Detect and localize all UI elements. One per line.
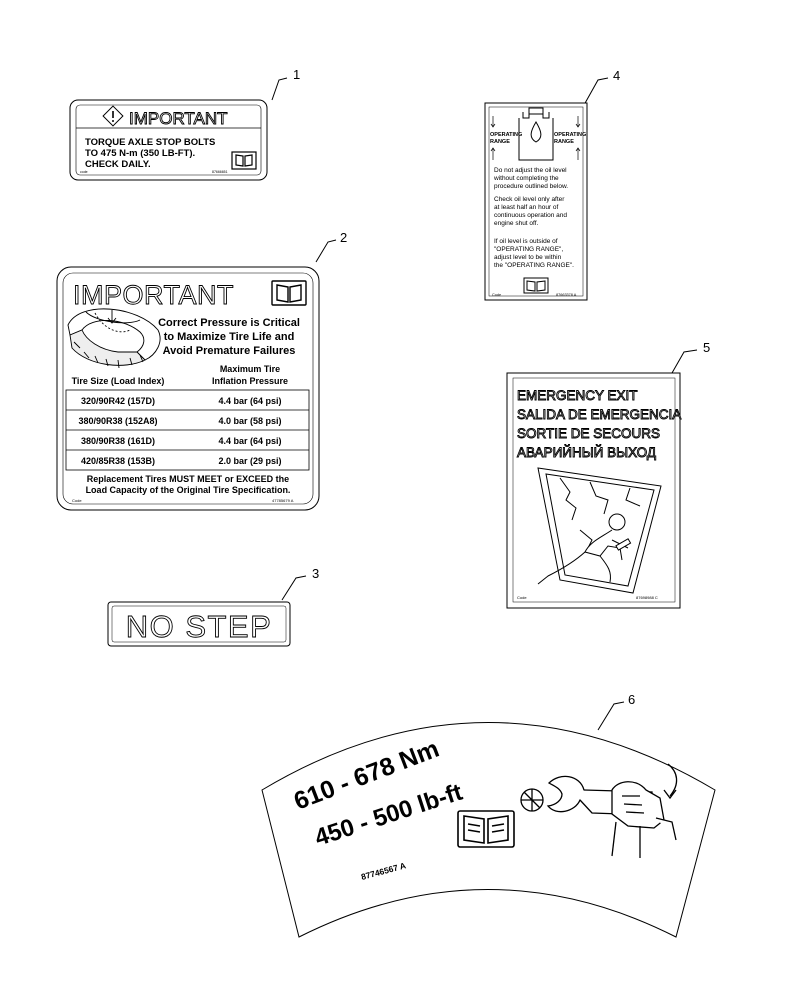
decal-5-code-label: Code — [517, 595, 527, 600]
decal-5-emergency-exit: EMERGENCY EXIT SALIDA DE EMERGENCIA SORT… — [506, 372, 682, 609]
callout-6: 6 — [628, 692, 635, 707]
table-row-4-size: 420/85R38 (153B) — [81, 456, 155, 466]
decal-5-line-1: EMERGENCY EXIT — [517, 388, 638, 403]
decal-4-para2-4: engine shut off. — [494, 220, 539, 227]
callout-1: 1 — [293, 67, 300, 82]
callout-3: 3 — [312, 566, 319, 581]
manual-book-icon — [457, 810, 515, 848]
decal-1-line-3: CHECK DAILY. — [85, 159, 151, 170]
decal-4-para3-1: If oil level is outside of — [494, 238, 558, 245]
decal-2-footer-2: Load Capacity of the Original Tire Speci… — [86, 485, 291, 495]
decal-4-para1-3: procedure outlined below. — [494, 183, 568, 190]
decal-1-line-2: TO 475 N-m (350 LB-FT). — [85, 148, 195, 159]
exclamation-diamond-icon — [102, 105, 124, 127]
table-row-4-pressure: 2.0 bar (29 psi) — [218, 456, 281, 466]
decal-4-para3-3: adjust level to be within — [494, 254, 562, 261]
table-row-2-size: 380/90R38 (152A8) — [78, 416, 157, 426]
decal-2-header: IMPORTANT — [73, 280, 234, 310]
decal-4-para2-2: at least half an hour of — [494, 204, 559, 211]
decal-2-col2-header-1: Maximum Tire — [220, 364, 280, 374]
decal-4-para2-1: Check oil level only after — [494, 196, 565, 203]
wrench-hand-icon — [546, 763, 678, 858]
range-right-2: RANGE — [554, 139, 574, 145]
decal-2-tire-pressure: IMPORTANT Correct Pressure is Critical t… — [56, 266, 320, 511]
decal-2-message-2: to Maximize Tire Life and — [164, 331, 295, 343]
decal-5-line-4: АВАРИЙНЫЙ ВЫХОД — [517, 445, 656, 460]
manual-book-icon — [271, 280, 307, 306]
decal-2-message-3: Avoid Premature Failures — [163, 345, 296, 357]
oil-reservoir-icon — [518, 107, 554, 161]
callout-2: 2 — [340, 230, 347, 245]
table-row-1-pressure: 4.4 bar (64 psi) — [218, 396, 281, 406]
decal-1-part-number: 87666651 — [212, 170, 228, 174]
tire-wheel-icon — [67, 308, 161, 369]
decal-4-para3-4: the "OPERATING RANGE". — [494, 262, 574, 269]
decal-3-no-step: NO STEP — [107, 601, 291, 647]
decal-4-oil-level: OPERATING RANGE OPERATING RANGE Do not a… — [484, 102, 588, 301]
range-right-1: OPERATING — [554, 132, 586, 138]
decal-3-text: NO STEP — [126, 609, 273, 644]
bolt-head-icon — [520, 788, 544, 812]
table-row-1-size: 320/90R42 (157D) — [81, 396, 155, 406]
decal-2-col1-header: Tire Size (Load Index) — [72, 376, 165, 386]
decal-6-torque-arc: 610 - 678 Nm 450 - 500 lb-ft — [261, 722, 716, 938]
decal-5-part-number: 87698988 C — [636, 595, 658, 600]
decal-4-para2-3: continuous operation and — [494, 212, 567, 219]
callout-5: 5 — [703, 340, 710, 355]
manual-book-icon — [523, 277, 549, 294]
decal-1-header: IMPORTANT — [129, 109, 228, 128]
range-left-1: OPERATING — [490, 132, 522, 138]
emergency-exit-pictogram-icon — [537, 467, 662, 594]
operating-range-markers — [490, 116, 581, 160]
decal-2-col2-header-2: Inflation Pressure — [212, 376, 288, 386]
decal-1-code-label: code — [80, 170, 88, 174]
callout-4: 4 — [613, 68, 620, 83]
decal-2-footer-1: Replacement Tires MUST MEET or EXCEED th… — [87, 474, 289, 484]
decal-2-part-number: 47785679 A — [272, 498, 294, 503]
decal-1-line-1: TORQUE AXLE STOP BOLTS — [85, 137, 215, 148]
decal-2-code-label: Code — [72, 498, 82, 503]
decal-1-axle-stop-torque: IMPORTANT TORQUE AXLE STOP BOLTS TO 475 … — [69, 99, 268, 181]
decal-2-message-1: Correct Pressure is Critical — [158, 317, 300, 329]
decal-4-code-label: Code — [492, 293, 501, 297]
decal-5-line-3: SORTIE DE SECOURS — [517, 426, 660, 441]
range-left-2: RANGE — [490, 139, 510, 145]
manual-book-icon — [231, 151, 257, 170]
table-row-3-pressure: 4.4 bar (64 psi) — [218, 436, 281, 446]
decal-4-para1-1: Do not adjust the oil level — [494, 167, 567, 174]
decal-4-part-number: 87663378 A — [556, 293, 577, 297]
table-row-3-size: 380/90R38 (161D) — [81, 436, 155, 446]
callout-leaders — [271, 77, 698, 731]
table-row-2-pressure: 4.0 bar (58 psi) — [218, 416, 281, 426]
decal-4-para3-2: "OPERATING RANGE", — [494, 246, 563, 253]
tire-pressure-table: 320/90R42 (157D) 4.4 bar (64 psi) 380/90… — [65, 389, 310, 471]
decal-5-line-2: SALIDA DE EMERGENCIA — [517, 407, 681, 422]
decal-4-para1-2: without completing the — [493, 175, 559, 182]
